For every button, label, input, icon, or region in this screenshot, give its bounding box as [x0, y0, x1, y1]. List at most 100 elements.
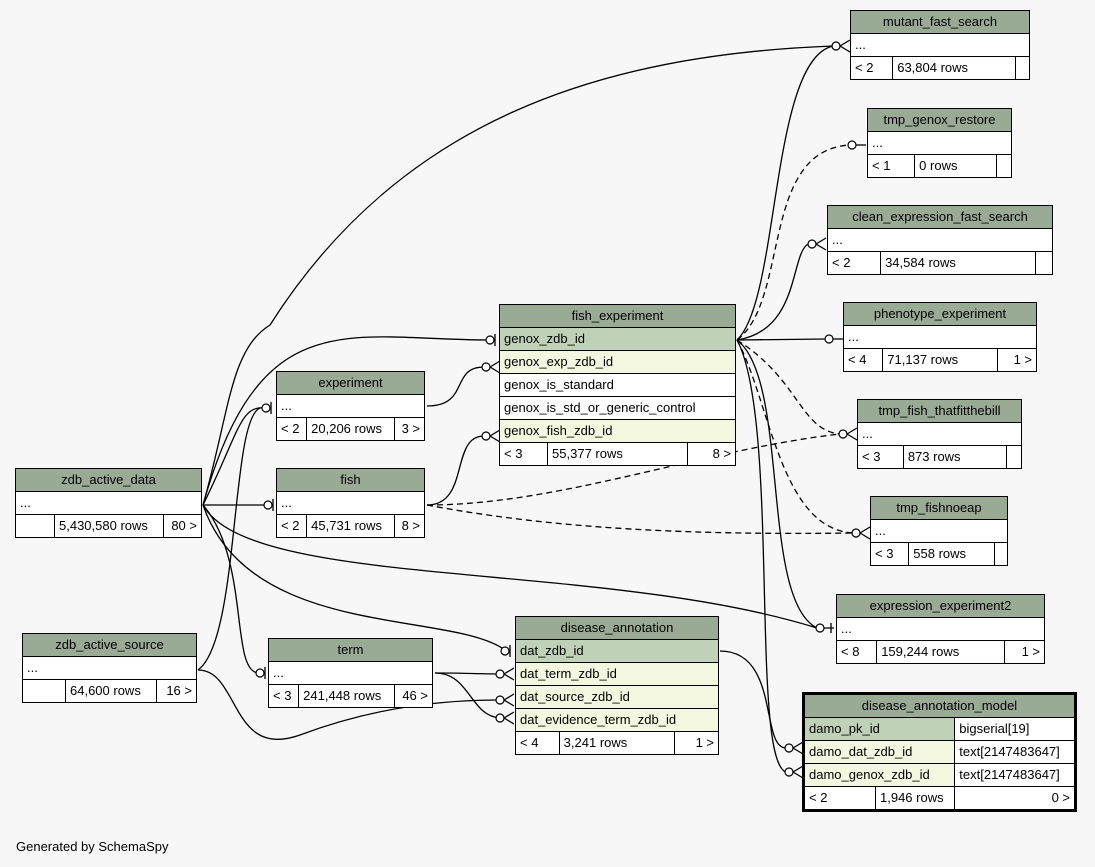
- column-genox_exp_zdb_id: genox_exp_zdb_id: [499, 350, 736, 374]
- parents-count: [994, 542, 1008, 566]
- children-count: [22, 679, 66, 703]
- row-count: 5,430,580 rows: [54, 514, 164, 538]
- parents-count: [995, 154, 1012, 178]
- edge-data-term: [202, 504, 259, 674]
- column-ellipsis: ...: [843, 325, 1037, 349]
- column-ellipsis: ...: [15, 491, 202, 515]
- row-count: 45,731 rows: [306, 514, 395, 538]
- table-name: phenotype_experiment: [843, 302, 1037, 326]
- column-ellipsis: ...: [827, 228, 1053, 252]
- edge-data-expression2: [202, 504, 818, 629]
- children-count: < 3: [869, 542, 910, 566]
- table-name: zdb_active_source: [22, 633, 197, 657]
- edge-genox-damo: [736, 339, 787, 773]
- children-count: < 2: [803, 786, 876, 811]
- column-damo_pk_id: damo_pk_id: [802, 717, 956, 741]
- row-count: 63,804 rows: [892, 56, 1017, 80]
- edge-data-fish_experiment: [202, 336, 491, 506]
- row-count: 0 rows: [914, 154, 997, 178]
- row-count: 558 rows: [908, 542, 996, 566]
- table-name: tmp_fish_thatfitthebill: [857, 399, 1022, 423]
- row-count: 873 rows: [902, 445, 1007, 469]
- edge-experiment-genox_exp: [426, 366, 485, 407]
- column-type: text[2147483647]: [954, 740, 1076, 764]
- edge-genox-mutant: [736, 45, 834, 341]
- children-count: < 2: [275, 417, 308, 441]
- column-genox_is_std_or_generic_control: genox_is_std_or_generic_control: [499, 396, 736, 420]
- parents-count: 1 >: [1003, 640, 1046, 664]
- table-name: tmp_fishnoeap: [870, 496, 1008, 520]
- children-count: < 4: [515, 731, 560, 755]
- generated-by-footer: Generated by SchemaSpy: [16, 839, 169, 854]
- edge-genox-clean: [736, 243, 809, 341]
- parents-count: [1034, 251, 1054, 275]
- parents-count: 46 >: [393, 684, 434, 708]
- parents-count: 8 >: [686, 442, 737, 466]
- table-name: clean_expression_fast_search: [827, 205, 1053, 229]
- table-name: tmp_genox_restore: [867, 108, 1012, 132]
- column-damo_dat_zdb_id: damo_dat_zdb_id: [802, 740, 956, 764]
- edge-fish-tmp_fish_thatfit: [426, 433, 841, 506]
- children-count: < 3: [267, 684, 300, 708]
- column-genox_zdb_id: genox_zdb_id: [499, 327, 736, 351]
- column-ellipsis: ...: [276, 394, 425, 418]
- edge-term-evidence: [434, 672, 501, 719]
- table-name: fish_experiment: [499, 304, 736, 328]
- row-count: 1,946 rows: [874, 786, 956, 811]
- parents-count: 3 >: [393, 417, 426, 441]
- parents-count: 1 >: [996, 348, 1038, 372]
- column-genox_is_standard: genox_is_standard: [499, 373, 736, 397]
- column-ellipsis: ...: [836, 617, 1045, 641]
- column-dat_term_zdb_id: dat_term_zdb_id: [515, 662, 719, 686]
- column-dat_source_zdb_id: dat_source_zdb_id: [515, 685, 719, 709]
- table-name: disease_annotation_model: [803, 693, 1076, 718]
- row-count: 55,377 rows: [547, 442, 688, 466]
- row-count: 3,241 rows: [558, 731, 676, 755]
- parents-count: 8 >: [393, 514, 426, 538]
- children-count: < 3: [498, 442, 549, 466]
- table-disease_annotation[interactable]: disease_annotation dat_zdb_id dat_term_z…: [515, 616, 719, 755]
- parents-count: [1005, 445, 1023, 469]
- row-count: 64,600 rows: [64, 679, 158, 703]
- column-genox_fish_zdb_id: genox_fish_zdb_id: [499, 419, 736, 443]
- children-count: < 8: [835, 640, 878, 664]
- column-ellipsis: ...: [22, 656, 197, 680]
- edge-mutant_fast_search: [202, 45, 834, 506]
- edge-genox-expression: [736, 339, 818, 629]
- table-name: zdb_active_data: [15, 468, 202, 492]
- table-name: fish: [276, 468, 425, 492]
- table-fish_experiment[interactable]: fish_experiment genox_zdb_id genox_exp_z…: [498, 304, 737, 466]
- row-count: 34,584 rows: [880, 251, 1036, 275]
- children-count: < 4: [842, 348, 884, 372]
- children-count: < 2: [275, 514, 308, 538]
- column-type: text[2147483647]: [954, 763, 1076, 787]
- edge-source-experiment: [197, 407, 261, 671]
- column-ellipsis: ...: [870, 519, 1008, 543]
- column-type: bigserial[19]: [954, 717, 1076, 741]
- edge-fish-genox_fish: [426, 435, 485, 506]
- row-count: 241,448 rows: [298, 684, 395, 708]
- parents-count: [1015, 56, 1030, 80]
- children-count: [15, 514, 55, 538]
- column-ellipsis: ...: [276, 491, 425, 515]
- table-name: mutant_fast_search: [850, 10, 1030, 34]
- parents-count: 80 >: [162, 514, 203, 538]
- children-count: < 1: [866, 154, 916, 178]
- edge-dat-damo: [719, 650, 787, 749]
- row-count: 71,137 rows: [882, 348, 998, 372]
- children-count: < 2: [826, 251, 882, 275]
- edge-source-dat_source: [197, 669, 501, 741]
